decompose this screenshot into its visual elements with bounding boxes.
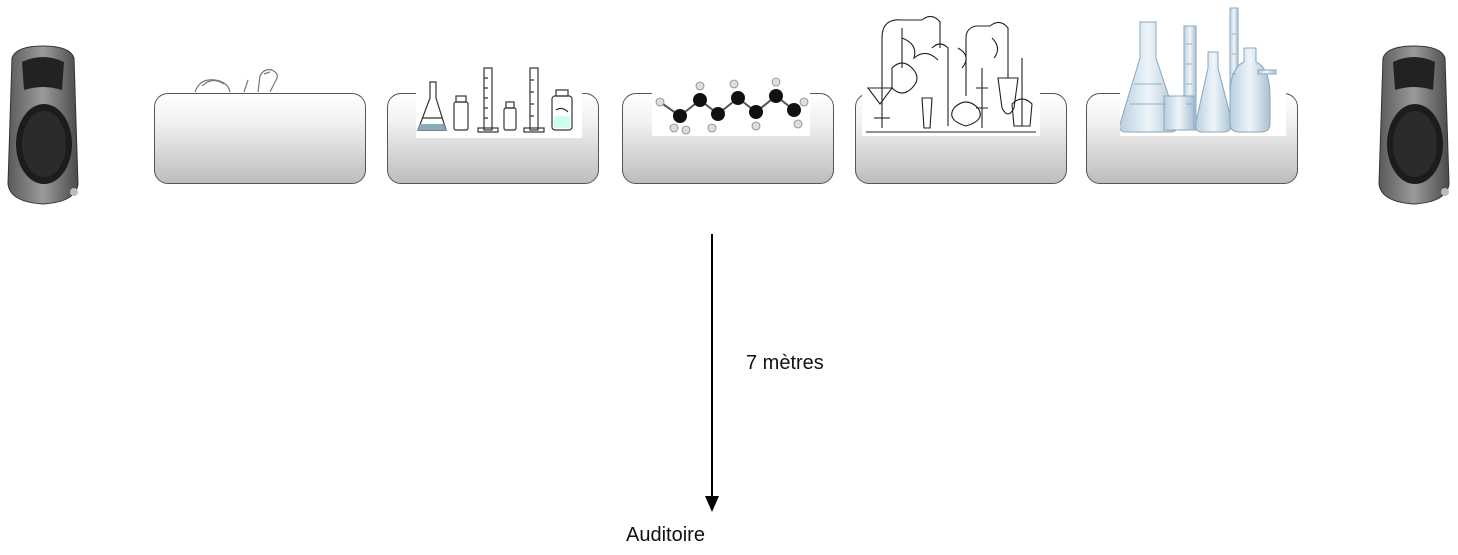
station-box-1 [154,93,366,184]
molecule-chain-icon [652,74,810,136]
distance-arrow [705,234,719,512]
distance-label: 7 mètres [746,352,824,374]
speaker-right-icon [1378,45,1450,205]
glassware-sketch-icon [194,69,278,93]
audience-label: Auditoire [626,524,705,546]
erlenmeyer-flasks-icon [1120,4,1286,136]
graduated-cylinders-icon [416,62,582,138]
speaker-left-icon [7,45,79,205]
distillation-apparatus-icon [862,8,1040,136]
